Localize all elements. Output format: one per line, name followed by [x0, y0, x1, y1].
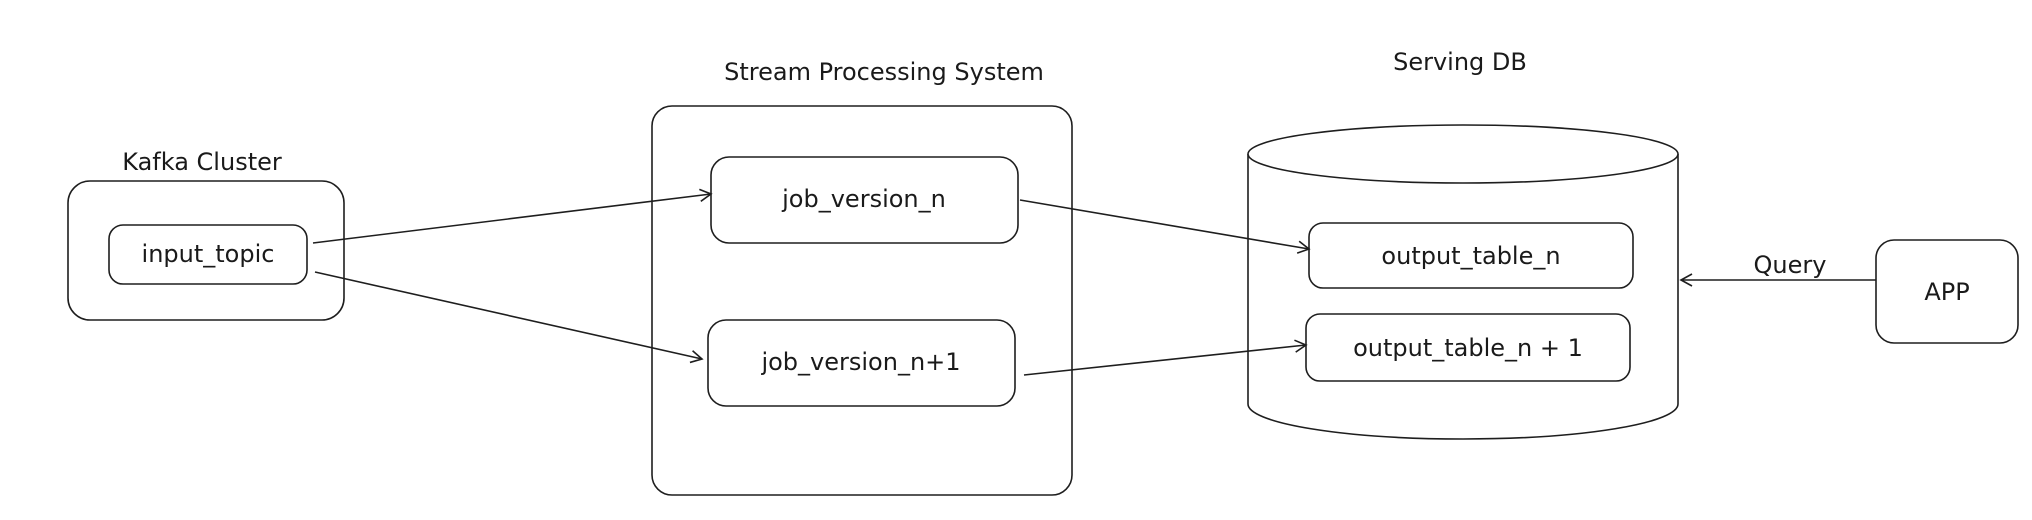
arrow-job-n1-to-output-n1 — [1023, 339, 1308, 376]
stream-processing-group: Stream Processing System job_version_n j… — [651, 58, 1073, 496]
output-table-n1-node[interactable]: output_table_n + 1 — [1305, 313, 1631, 382]
arrow-input-to-job-n — [312, 188, 713, 244]
job-version-n-label: job_version_n — [781, 185, 946, 213]
arrow-job-n-to-output-n — [1019, 199, 1311, 254]
job-version-n1-label: job_version_n+1 — [760, 348, 960, 376]
serving-db-title: Serving DB — [1393, 48, 1527, 76]
arrow-input-to-job-n1 — [314, 271, 704, 364]
serving-db-group: Serving DB output_table_n output_table_n… — [1247, 48, 1679, 440]
query-edge-label: Query — [1754, 251, 1827, 279]
output-table-n-label: output_table_n — [1381, 242, 1560, 270]
stream-processing-title: Stream Processing System — [724, 58, 1044, 86]
kafka-cluster-group: Kafka Cluster input_topic — [67, 148, 345, 321]
input-topic-label: input_topic — [142, 240, 275, 268]
job-version-n1-node[interactable]: job_version_n+1 — [707, 319, 1016, 407]
job-version-n-node[interactable]: job_version_n — [710, 156, 1019, 244]
app-label: APP — [1924, 278, 1969, 306]
output-table-n-node[interactable]: output_table_n — [1308, 222, 1634, 289]
input-topic-node[interactable]: input_topic — [108, 224, 308, 285]
kafka-cluster-title: Kafka Cluster — [122, 148, 282, 176]
output-table-n1-label: output_table_n + 1 — [1353, 334, 1583, 362]
app-node[interactable]: APP — [1875, 239, 2019, 344]
